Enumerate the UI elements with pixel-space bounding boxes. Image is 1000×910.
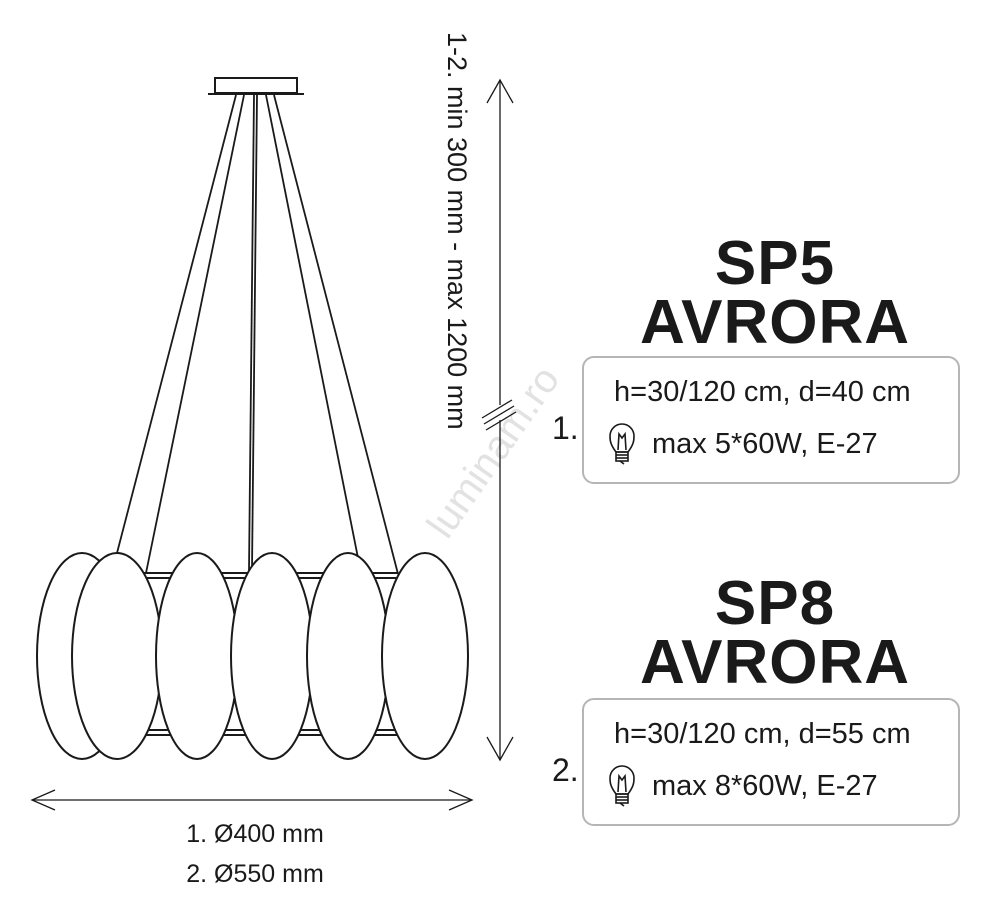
glass-disc [230,552,314,760]
power-spec: max 5*60W, E-27 [652,428,878,460]
height-range-label: 1-2. min 300 mm - max 1200 mm [442,32,472,430]
light-bulb-icon [609,765,635,807]
product-index-2: 2. [552,752,579,788]
glass-disc [155,552,239,760]
spec-box-sp5: h=30/120 cm, d=40 cm max 5*60W, E-27 [582,356,960,484]
product-name-sp8: AVRORA [639,628,911,697]
light-bulb-icon [609,423,635,465]
glass-disc [306,552,390,760]
size-spec: h=30/120 cm, d=40 cm [614,376,911,408]
glass-disc [71,552,163,760]
height-dimension-arrow [481,78,517,762]
product-index-1: 1. [552,410,579,446]
size-spec: h=30/120 cm, d=55 cm [614,718,911,750]
canopy [208,77,304,95]
spec-box-sp8: h=30/120 cm, d=55 cm max 8*60W, E-27 [582,698,960,826]
product-code-sp5: SP5 [714,229,836,298]
product-code-sp8: SP8 [714,569,836,638]
suspension-wires [116,94,399,575]
product-name-sp5: AVRORA [639,288,911,357]
power-spec: max 8*60W, E-27 [652,770,878,802]
glass-discs [36,552,469,760]
glass-disc [381,552,469,760]
diameter-dimension-arrow [30,789,474,811]
diameter-label-1: 1. Ø400 mm [186,820,324,848]
diameter-label-2: 2. Ø550 mm [186,860,324,888]
